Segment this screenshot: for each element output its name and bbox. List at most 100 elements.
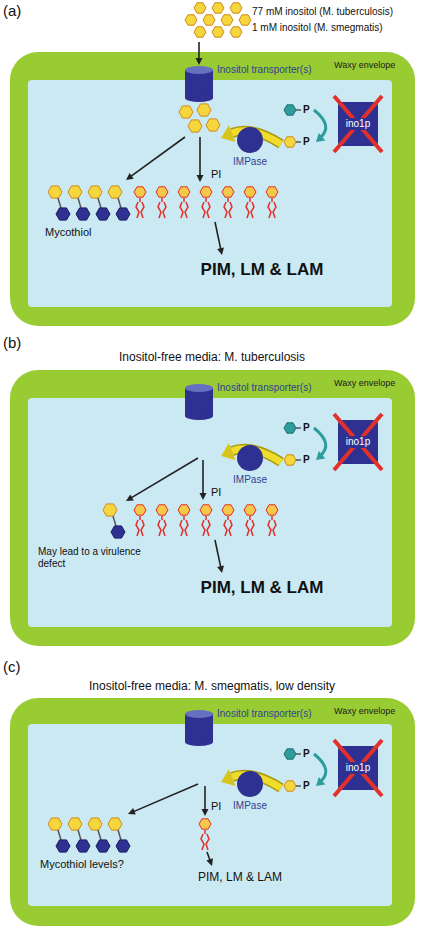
inositol-hexagon [194, 27, 206, 37]
pi-tail [185, 520, 188, 536]
pi-stalk [183, 198, 185, 202]
flux-arrow [215, 540, 221, 567]
mycothiol-cysteine-glcnac [111, 526, 125, 538]
cytoplasm-shape [28, 80, 392, 307]
flux-arrow [202, 460, 204, 494]
text-holder: Waxy envelope [334, 706, 395, 717]
inositol-hexagon [230, 27, 242, 37]
envelope-label: Waxy envelope [334, 378, 395, 389]
text-holder: ino1p [344, 762, 372, 774]
transporter-body [185, 714, 213, 742]
phosphate-bond [296, 459, 301, 460]
flux-arrow-head [126, 173, 134, 180]
pi-stalk [271, 516, 273, 520]
phosphate-label: P [303, 104, 310, 116]
enzyme-label: ino1p [344, 436, 372, 448]
inositol-phosphate-hexagon [284, 137, 296, 147]
inositol-hexagon [212, 3, 224, 13]
pi-tail [180, 202, 183, 218]
pi-stalk [161, 198, 163, 202]
mycothiol-inositol [68, 818, 82, 830]
impase-circle [237, 127, 263, 153]
text-holder: 1 mM inositol (M. smegmatis) [252, 22, 383, 34]
mycothiol-cysteine-glcnac [56, 208, 70, 220]
envelope-label: Waxy envelope [334, 60, 395, 71]
inositol-hexagon [188, 120, 202, 132]
mycothiol-inositol [48, 186, 62, 198]
inositol-hexagon [230, 3, 242, 13]
pi-tail [136, 520, 139, 536]
pi-tail [229, 202, 232, 218]
mycothiol-cysteine-glcnac [116, 840, 130, 852]
cytoplasm: MycothiolPIPIM, LM & LAMino1pIMPase [28, 80, 392, 307]
pi-stalk [227, 516, 229, 520]
enzyme-label: ino1p [344, 118, 372, 130]
inositol-hexagon [185, 15, 197, 25]
text-holder: P [303, 780, 310, 792]
phosphate-label: P [303, 136, 310, 148]
ino1-reaction-arrow [314, 754, 326, 782]
flux-arrow-head [202, 809, 209, 816]
uptake-arrow [198, 42, 200, 59]
virulence-note: May lead to a virulence defect [38, 546, 156, 570]
text-holder: Mycothiol levels? [40, 858, 124, 871]
mycothiol-inositol [88, 186, 102, 198]
pi-tail [246, 202, 249, 218]
pi-stalk [204, 830, 206, 834]
cell-envelope: Waxy envelope Inositol transporter(s) May … [10, 370, 415, 646]
cytoplasm: Mycothiol levels?PIPIM, LM & LAMino1pIMP… [28, 724, 392, 906]
mycothiol-link [98, 830, 101, 840]
text-holder: (b) [3, 334, 21, 352]
pi-stalk [271, 198, 273, 202]
pi-tail [201, 834, 204, 850]
mycothiol-inositol [88, 818, 102, 830]
text-holder: (c) [3, 658, 21, 676]
deletion-cross [334, 740, 382, 796]
inositol-transporter: Inositol transporter(s) [185, 64, 314, 100]
flux-arrow [131, 458, 198, 498]
inositol-hexagon [239, 15, 251, 25]
waxy-envelope-shape [10, 370, 415, 646]
text-holder: IMPase [233, 156, 267, 168]
flux-arrow [134, 784, 198, 812]
phosphate-label: P [303, 422, 310, 434]
mycothiol-link [78, 198, 81, 208]
transporter-bottom [185, 412, 213, 420]
pi-tail [251, 202, 254, 218]
pi-tail [273, 520, 276, 536]
mycothiol-label: Mycothiol levels? [40, 858, 124, 871]
flux-arrow [215, 222, 221, 249]
mycothiol-link [58, 830, 61, 840]
mycothiol-link [118, 830, 121, 840]
pi-inositol-head [200, 187, 212, 197]
pi-inositol-head [266, 187, 278, 197]
phosphate-bond [296, 109, 301, 110]
pi-tail [224, 202, 227, 218]
text-holder: Inositol transporter(s) [217, 708, 311, 720]
pi-tail [273, 202, 276, 218]
pi-tail [202, 202, 205, 218]
mycothiol-link [98, 198, 101, 208]
text-holder: IMPase [233, 800, 267, 812]
ino1-reaction-arrow [314, 110, 326, 138]
mycothiol-link [113, 516, 116, 526]
pi-inositol-head [222, 187, 234, 197]
ino1-reaction-arrow-head [316, 451, 325, 460]
flux-arrow-head [197, 175, 204, 182]
pi-tail [141, 520, 144, 536]
glucose-6-phosphate-hexagon [284, 423, 296, 433]
pi-inositol-head [244, 187, 256, 197]
pi-tail [246, 520, 249, 536]
pi-stalk [205, 198, 207, 202]
impase-enzyme: IMPase [228, 770, 272, 814]
inositol-transporter: Inositol transporter(s) [185, 708, 314, 744]
pi-stalk [227, 198, 229, 202]
flux-arrow-head [126, 494, 134, 501]
deletion-cross [334, 96, 382, 152]
text-holder: P [303, 454, 310, 466]
inositol-hexagon [194, 3, 206, 13]
transporter-label: Inositol transporter(s) [217, 382, 311, 394]
deletion-cross [334, 96, 382, 152]
phosphate-label: P [303, 748, 310, 760]
pi-inositol-head [134, 187, 146, 197]
